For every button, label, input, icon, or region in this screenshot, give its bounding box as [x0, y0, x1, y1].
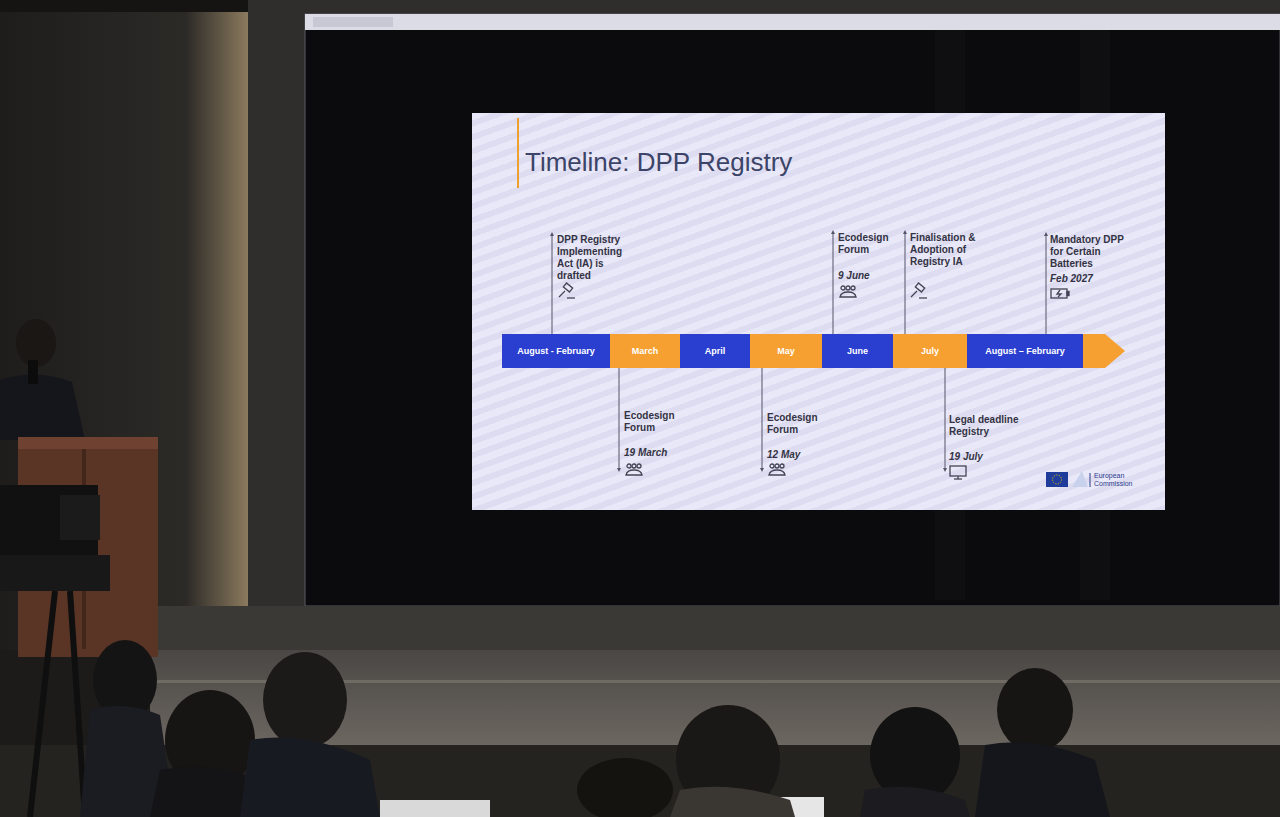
slide-title: Timeline: DPP Registry [525, 147, 792, 178]
timeline-segment: August - February [502, 334, 610, 368]
slide: Timeline: DPP RegistryAugust - February M… [472, 113, 1165, 510]
segment-label: August - February [517, 346, 595, 356]
milestone-date: 19 March [624, 447, 684, 459]
milestone-note: Mandatory DPP for Certain Batteries [1050, 234, 1130, 270]
timeline-segment: July [893, 334, 967, 368]
segment-label: August – February [985, 346, 1065, 356]
milestone-date: Feb 2027 [1050, 273, 1110, 285]
milestone-date: 12 May [767, 449, 827, 461]
milestone-date: 19 July [949, 451, 1009, 463]
timeline-segment: June [822, 334, 893, 368]
segment-label: June [847, 346, 868, 356]
milestone-note: Ecodesign Forum [838, 232, 888, 256]
milestone-note: Finalisation & Adoption of Registry IA [910, 232, 976, 268]
brand-name: European Commission [1094, 472, 1144, 488]
milestone-note: Ecodesign Forum [767, 412, 821, 436]
segment-label: April [705, 346, 726, 356]
segment-label: May [777, 346, 795, 356]
segment-label: July [921, 346, 939, 356]
segment-label: March [632, 346, 659, 356]
timeline-segment: March [610, 334, 680, 368]
timeline-segment: May [750, 334, 822, 368]
timeline-segment: April [680, 334, 750, 368]
milestone-date: 9 June [838, 270, 888, 282]
milestone-note: Legal deadline Registry [949, 414, 1029, 438]
milestone-note: Ecodesign Forum [624, 410, 674, 434]
milestone-note: DPP Registry Implementing Act (IA) is dr… [557, 234, 627, 282]
timeline-segment: August – February [967, 334, 1083, 368]
